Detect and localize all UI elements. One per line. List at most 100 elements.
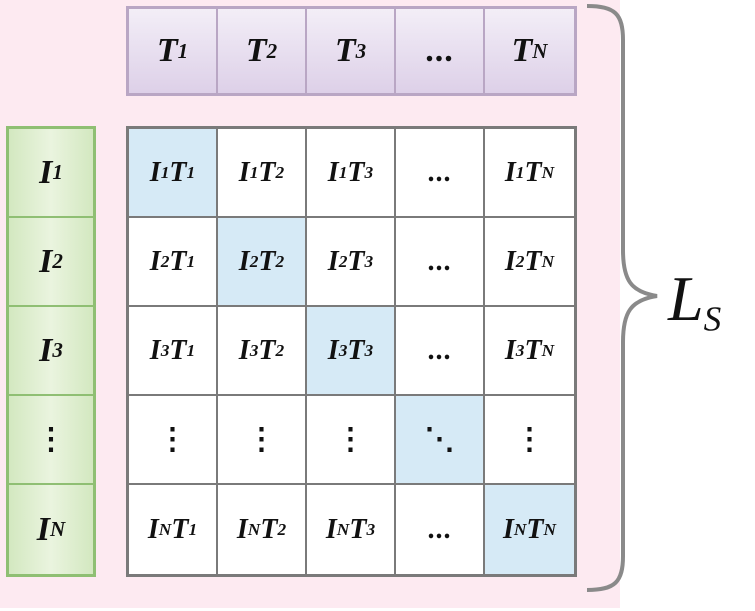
cell-term-subscript: 2 [275,340,285,360]
cell-term-subscript: N [513,519,527,539]
image-token-4: ⋮ [9,396,93,485]
cell-term-subscript: 1 [186,162,196,182]
cell-term-base: I [504,156,516,188]
cell-term-base: T [171,513,189,545]
cell-term-subscript: N [247,519,261,539]
cell-term-subscript: 2 [338,251,348,271]
cell-term-subscript: 3 [338,340,348,360]
cell-term-base: T [258,334,276,366]
cell-term-subscript: N [543,519,557,539]
token-base: I [39,331,53,369]
cell-term-base: I [327,156,339,188]
cell-term-base: I [238,245,250,277]
cell-term-subscript: 1 [186,340,196,360]
matrix-cell-r5-c4: ... [396,485,485,574]
token-base: T [156,32,178,69]
cell-term-subscript: 2 [249,251,259,271]
matrix-cell-r4-c3: ⋮ [307,396,396,485]
cell-term-base: T [169,334,187,366]
cell-term-subscript: 3 [364,340,374,360]
brace-path [586,4,658,592]
token-base: T [511,32,533,69]
matrix-cell-r4-c5: ⋮ [485,396,574,485]
matrix-cell-r4-c2: ⋮ [218,396,307,485]
cell-term-base: I [238,156,250,188]
cell-term-subscript: 3 [364,251,374,271]
cell-term-base: ... [427,334,452,366]
cell-term-base: I [504,334,516,366]
cell-term-subscript: 1 [515,162,525,182]
cell-term-subscript: 1 [188,519,198,539]
cell-term-base: T [524,156,542,188]
token-base: ... [425,32,454,69]
cell-term-subscript: 3 [515,340,525,360]
cell-term-subscript: 2 [160,251,170,271]
cell-term-subscript: N [541,251,555,271]
matrix-cell-r2-c4: ... [396,218,485,307]
cell-term-base: T [526,513,544,545]
cell-term-subscript: 3 [160,340,170,360]
token-base: I [39,242,53,280]
token-base: I [39,153,53,191]
ls-label-base: L [668,263,704,334]
cell-term-base: T [524,245,542,277]
matrix-cell-r3-c4: ... [396,307,485,396]
cell-term-base: T [260,513,278,545]
text-token-4: ... [396,9,485,93]
cell-term-base: ... [427,156,452,188]
cell-term-subscript: 3 [366,519,376,539]
matrix-cell-r4-c1: ⋮ [129,396,218,485]
token-subscript: 2 [52,249,63,273]
token-base: I [36,510,50,548]
cell-term-subscript: 2 [515,251,525,271]
cell-term-base: I [327,245,339,277]
cell-term-subscript: 1 [186,251,196,271]
cell-term-base: T [524,334,542,366]
cell-term-subscript: 2 [275,162,285,182]
cell-term-subscript: N [336,519,350,539]
cell-term-base: I [149,334,161,366]
cell-term-base: T [169,245,187,277]
token-subscript: 3 [52,338,63,362]
token-base: T [245,32,267,69]
token-subscript: 1 [177,38,189,63]
cell-term-subscript: N [541,162,555,182]
cell-term-base: ... [427,513,452,545]
cell-term-base: I [149,156,161,188]
cell-term-base: T [347,245,365,277]
token-base: T [334,32,356,69]
cell-term-base: T [349,513,367,545]
token-subscript: 3 [355,38,367,63]
token-subscript: N [532,38,548,63]
token-subscript: N [50,517,66,541]
token-subscript: 2 [266,38,278,63]
cell-term-base: I [325,513,337,545]
cell-term-subscript: 1 [160,162,170,182]
cell-term-base: I [502,513,514,545]
ls-label-sub: S [703,299,722,339]
cell-term-base: T [169,156,187,188]
cell-term-subscript: N [541,340,555,360]
cell-term-base: T [347,156,365,188]
cell-term-subscript: 1 [249,162,259,182]
cell-term-base: T [258,156,276,188]
cell-term-base: I [236,513,248,545]
cell-term-base: I [504,245,516,277]
